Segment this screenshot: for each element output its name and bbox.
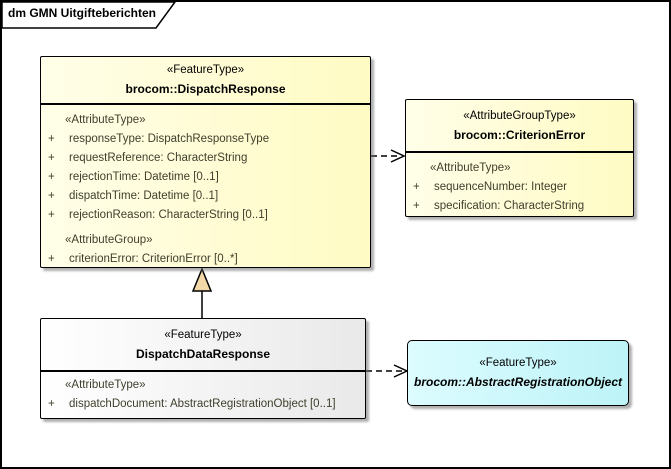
attribute-row: + requestReference: CharacterString xyxy=(41,149,370,168)
attribute-row: + rejectionReason: CharacterString [0..1… xyxy=(41,206,370,225)
diagram-title: dm GMN Uitgifteberichten xyxy=(8,6,157,20)
attribute-text: rejectionReason: CharacterString [0..1] xyxy=(69,209,268,221)
class-stereotype: «FeatureType» xyxy=(164,329,242,341)
visibility-marker: + xyxy=(48,209,55,221)
attribute-row: + rejectionTime: Datetime [0..1] xyxy=(41,168,370,187)
attribute-text: responseType: DispatchResponseType xyxy=(69,133,270,145)
class-attributes-compartment: «AttributeType» + responseType: Dispatch… xyxy=(41,105,370,269)
class-header: «FeatureType» brocom::AbstractRegistrati… xyxy=(408,341,628,405)
diagram-title-tab xyxy=(1,1,177,29)
open-arrowhead-icon xyxy=(390,149,406,163)
dependency-connector-criterion-error[interactable] xyxy=(371,149,406,163)
attribute-text: specification: CharacterString xyxy=(434,200,585,212)
section-stereotype: «AttributeGroup» xyxy=(65,234,153,246)
class-stereotype: «AttributeGroupType» xyxy=(463,110,576,122)
class-name: DispatchDataResponse xyxy=(135,347,271,361)
class-name: brocom::DispatchResponse xyxy=(125,82,286,96)
class-header: «AttributeGroupType» brocom::CriterionEr… xyxy=(406,100,633,153)
class-dispatch-response[interactable]: «FeatureType» brocom::DispatchResponse «… xyxy=(40,56,371,268)
attribute-text: dispatchDocument: AbstractRegistrationOb… xyxy=(69,398,336,410)
visibility-marker: + xyxy=(48,253,55,265)
section-stereotype: «AttributeType» xyxy=(430,162,511,174)
visibility-marker: + xyxy=(48,398,55,410)
attribute-row: + responseType: DispatchResponseType xyxy=(41,130,370,149)
generalization-triangle-icon xyxy=(191,267,213,292)
class-name: brocom::CriterionError xyxy=(453,128,586,142)
attribute-text: dispatchTime: Datetime [0..1] xyxy=(69,190,219,202)
attribute-row: + specification: CharacterString xyxy=(406,197,633,216)
attribute-text: sequenceNumber: Integer xyxy=(434,181,567,193)
visibility-marker: + xyxy=(48,190,55,202)
visibility-marker: + xyxy=(48,152,55,164)
class-attributes-compartment: «AttributeType» + sequenceNumber: Intege… xyxy=(406,153,633,216)
class-criterion-error[interactable]: «AttributeGroupType» brocom::CriterionEr… xyxy=(405,99,634,217)
attribute-row: + dispatchDocument: AbstractRegistration… xyxy=(41,395,365,414)
class-name: brocom::AbstractRegistrationObject xyxy=(413,374,623,389)
class-abstract-registration-object[interactable]: «FeatureType» brocom::AbstractRegistrati… xyxy=(407,340,629,406)
class-stereotype: «FeatureType» xyxy=(479,356,557,369)
attribute-text: criterionError: CriterionError [0..*] xyxy=(69,253,238,265)
class-header: «FeatureType» DispatchDataResponse xyxy=(41,319,365,372)
visibility-marker: + xyxy=(413,200,420,212)
visibility-marker: + xyxy=(48,133,55,145)
section-stereotype: «AttributeType» xyxy=(65,379,146,391)
class-header: «FeatureType» brocom::DispatchResponse xyxy=(41,57,370,105)
visibility-marker: + xyxy=(413,181,420,193)
section-stereotype: «AttributeType» xyxy=(65,114,146,126)
class-attributes-compartment: «AttributeType» + dispatchDocument: Abst… xyxy=(41,372,365,414)
class-stereotype: «FeatureType» xyxy=(166,64,245,76)
attribute-text: rejectionTime: Datetime [0..1] xyxy=(69,171,219,183)
attribute-row: + dispatchTime: Datetime [0..1] xyxy=(41,187,370,206)
attribute-row: + sequenceNumber: Integer xyxy=(406,178,633,197)
attribute-row: + criterionError: CriterionError [0..*] xyxy=(41,250,370,269)
dependency-connector-abstract-registration-object[interactable] xyxy=(366,364,409,378)
generalization-connector[interactable] xyxy=(191,267,213,318)
class-dispatch-data-response[interactable]: «FeatureType» DispatchDataResponse «Attr… xyxy=(40,318,366,419)
visibility-marker: + xyxy=(48,171,55,183)
attribute-text: requestReference: CharacterString xyxy=(69,152,248,164)
